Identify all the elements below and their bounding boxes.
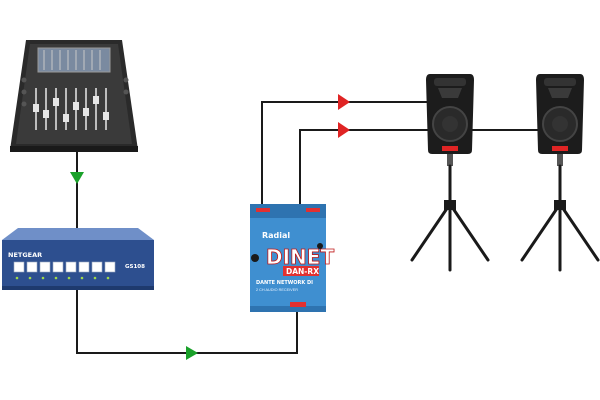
switch-port	[91, 261, 103, 273]
arrow-right-audio-1-icon	[338, 94, 350, 110]
di-knob	[251, 254, 259, 262]
di-knob	[317, 243, 323, 249]
mixer-screen	[37, 47, 111, 73]
di-subtitle-label: DANTE NETWORK DI	[256, 280, 313, 286]
switch-port	[78, 261, 90, 273]
switch-port	[65, 261, 77, 273]
switch-port	[52, 261, 64, 273]
switch-model-label: GS108	[125, 264, 145, 270]
mixer-icon	[10, 40, 138, 152]
switch-brand-label: NETGEAR	[8, 251, 42, 259]
cables	[76, 101, 541, 354]
switch-port	[26, 261, 38, 273]
arrow-right-audio-2-icon	[338, 122, 350, 138]
cable-receiver-out-1	[261, 101, 433, 208]
arrow-down-network-icon	[70, 172, 84, 184]
dante-receiver-icon: Radial DINET DAN-RX DANTE NETWORK DI 2 C…	[250, 204, 335, 312]
di-name-label: DINET	[266, 245, 334, 269]
di-caption-label: 2 CH AUDIO RECEIVER	[256, 288, 298, 292]
arrow-right-network-icon	[186, 346, 198, 360]
di-model-label: DAN-RX	[286, 267, 319, 276]
switch-icon: NETGEAR GS108	[2, 228, 154, 290]
switch-port	[13, 261, 25, 273]
switch-port	[104, 261, 116, 273]
speaker-right-icon	[520, 74, 600, 272]
switch-port	[39, 261, 51, 273]
speaker-left-icon	[410, 74, 490, 272]
cable-receiver-out-2	[299, 129, 433, 208]
di-brand-label: Radial	[262, 231, 290, 240]
